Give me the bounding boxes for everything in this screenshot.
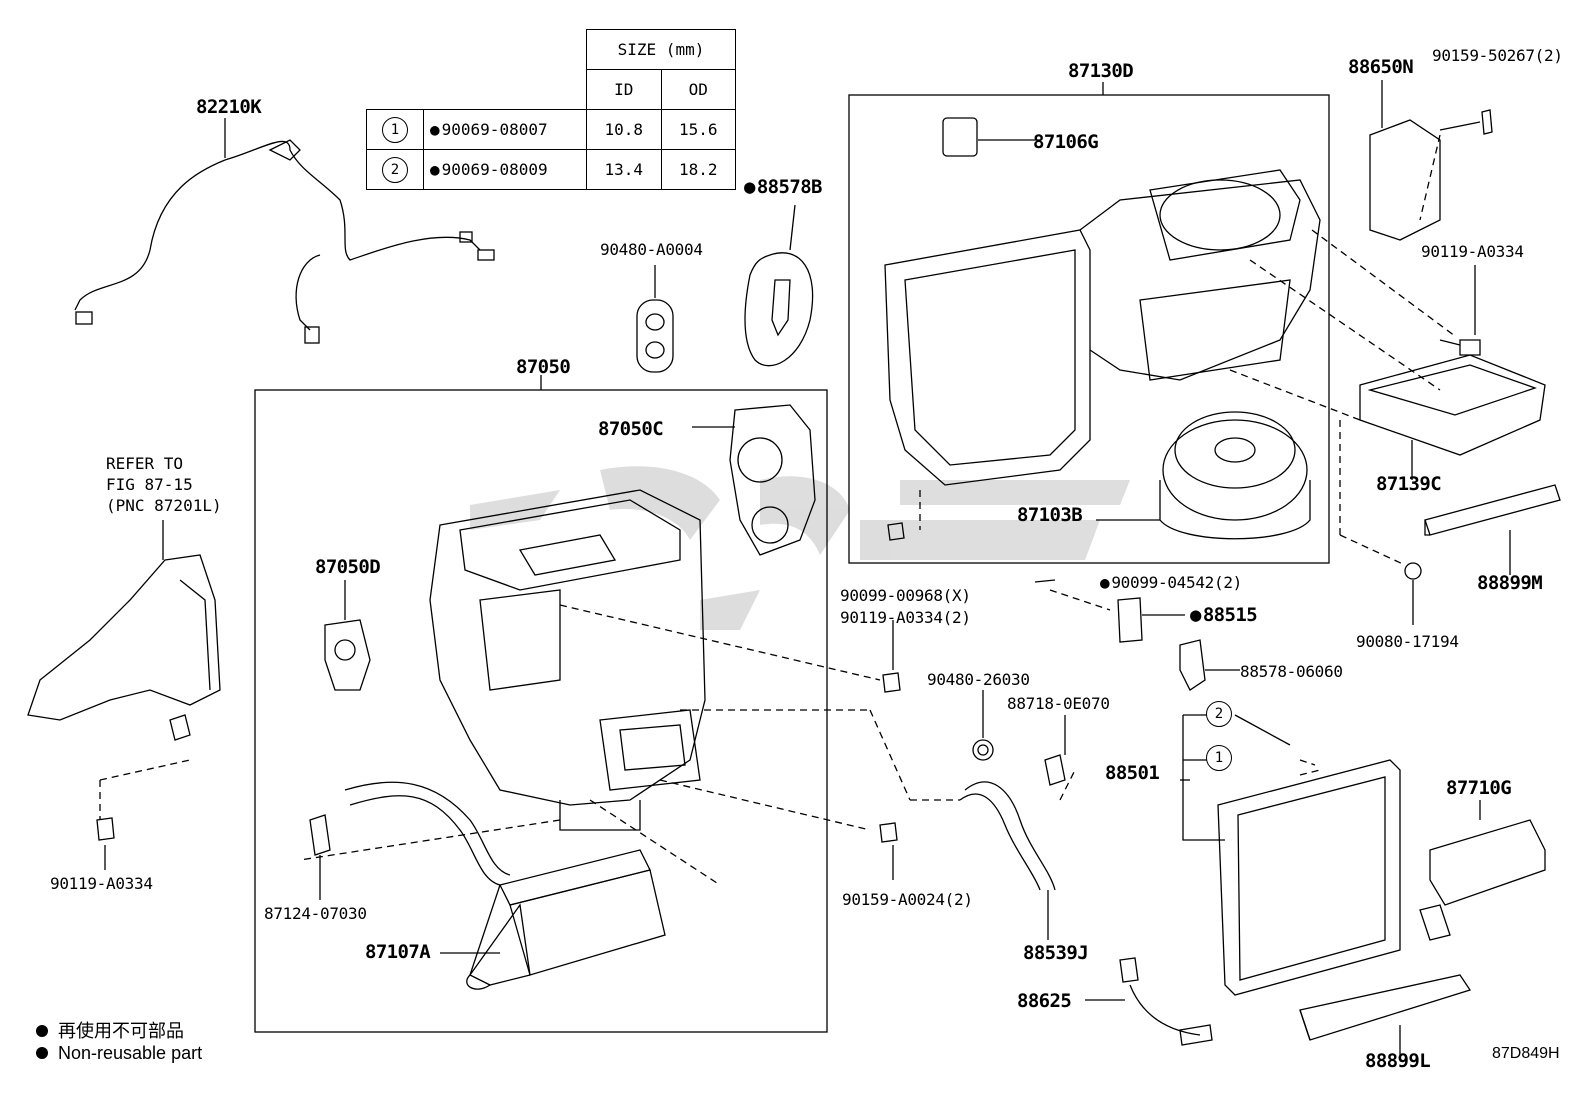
label-90119-A0334-right[interactable]: 90119-A0334 bbox=[1421, 242, 1524, 261]
screw-90159-A0024 bbox=[879, 822, 898, 880]
bullet-icon bbox=[36, 1047, 48, 1059]
legend-en-text: Non-reusable part bbox=[58, 1043, 203, 1063]
blower-fan-87103B bbox=[1096, 411, 1311, 540]
bullet-icon bbox=[36, 1025, 48, 1037]
cover-88899M bbox=[1424, 484, 1561, 575]
col-id-header: ID bbox=[586, 69, 662, 110]
label-88899L[interactable]: 88899L bbox=[1365, 1050, 1431, 1072]
table-row: 1 90069-08007 10.8 15.6 bbox=[366, 109, 736, 150]
assembly-box-87130D bbox=[848, 94, 1330, 564]
expansion-valve-88515 bbox=[1034, 579, 1185, 643]
od-value: 18.2 bbox=[660, 149, 736, 190]
label-88650N[interactable]: 88650N bbox=[1348, 56, 1414, 78]
label-87050D[interactable]: 87050D bbox=[315, 556, 381, 578]
assembly-box-87050 bbox=[254, 389, 828, 1033]
callout-1: 1 bbox=[1206, 745, 1232, 771]
od-value: 15.6 bbox=[660, 109, 736, 150]
diagram-code: 87D849H bbox=[1492, 1045, 1560, 1062]
label-88578-06060[interactable]: 88578-06060 bbox=[1240, 662, 1343, 681]
label-88899M[interactable]: 88899M bbox=[1477, 572, 1543, 594]
bracket-88578-06060 bbox=[1179, 639, 1240, 691]
label-88578B[interactable]: 88578B bbox=[744, 176, 823, 198]
label-87107A[interactable]: 87107A bbox=[365, 941, 431, 963]
part-number: 90069-08009 bbox=[430, 160, 548, 179]
label-88515[interactable]: 88515 bbox=[1190, 604, 1258, 626]
label-88718-0E070[interactable]: 88718-0E070 bbox=[1007, 694, 1110, 713]
screw-90119-A0334-right bbox=[1439, 265, 1481, 356]
hose-88539J bbox=[959, 781, 1056, 940]
screw-90119-A0334-left bbox=[96, 817, 115, 870]
heater-unit-87050 bbox=[429, 489, 706, 831]
size-header: SIZE (mm) bbox=[586, 29, 736, 70]
watermark-logo bbox=[470, 466, 1130, 630]
wire-harness-82210K bbox=[74, 118, 495, 344]
refer-line-2: FIG 87-15 bbox=[106, 475, 193, 494]
grommet-90480-A0004 bbox=[636, 265, 674, 373]
blower-unit-87130D bbox=[884, 117, 1321, 486]
label-90099-04542[interactable]: 90099-04542(2) bbox=[1100, 573, 1242, 592]
screw-90119-A0334-2 bbox=[882, 620, 901, 693]
label-87050[interactable]: 87050 bbox=[516, 356, 571, 378]
label-87130D[interactable]: 87130D bbox=[1068, 60, 1134, 82]
label-87103B[interactable]: 87103B bbox=[1017, 504, 1083, 526]
label-87139C[interactable]: 87139C bbox=[1376, 473, 1442, 495]
cabin-filter-87139C bbox=[1359, 354, 1546, 480]
callout-2: 2 bbox=[1206, 701, 1232, 727]
id-value: 10.8 bbox=[586, 109, 662, 150]
label-90119-A0334-left[interactable]: 90119-A0334 bbox=[50, 874, 153, 893]
label-88625[interactable]: 88625 bbox=[1017, 990, 1072, 1012]
label-82210K[interactable]: 82210K bbox=[196, 96, 262, 118]
evaporator-88501 bbox=[1180, 714, 1401, 996]
label-87050C[interactable]: 87050C bbox=[598, 418, 664, 440]
servo-motor-87050C bbox=[692, 404, 816, 556]
label-90159-A0024[interactable]: 90159-A0024(2) bbox=[842, 890, 973, 909]
legend-jp-text: 再使用不可部品 bbox=[58, 1021, 184, 1042]
col-od-header: OD bbox=[660, 69, 736, 110]
bracket-88718-0E070 bbox=[1044, 715, 1066, 786]
row-number: 2 bbox=[382, 156, 408, 183]
label-88539J[interactable]: 88539J bbox=[1023, 942, 1089, 964]
label-90159-50267[interactable]: 90159-50267(2) bbox=[1432, 46, 1563, 65]
clip-90080-17194 bbox=[1404, 562, 1422, 625]
legend-jp: 再使用不可部品 bbox=[36, 1017, 184, 1043]
table-row: 2 90069-08009 13.4 18.2 bbox=[366, 149, 736, 190]
heater-87710G bbox=[1419, 800, 1546, 941]
size-table: SIZE (mm) ID OD 1 90069-08007 10.8 15.6 … bbox=[366, 29, 736, 190]
label-87124-07030[interactable]: 87124-07030 bbox=[264, 904, 367, 923]
sensor-88625 bbox=[1085, 957, 1213, 1046]
label-88501[interactable]: 88501 bbox=[1105, 762, 1160, 784]
refer-note: REFER TO FIG 87-15 (PNC 87201L) bbox=[106, 453, 222, 516]
clamp-87124-07030 bbox=[309, 814, 331, 900]
label-87710G[interactable]: 87710G bbox=[1446, 777, 1512, 799]
cover-88899L bbox=[1299, 974, 1472, 1055]
label-90119-A0334-2[interactable]: 90119-A0334(2) bbox=[840, 608, 971, 627]
part-number: 90069-08007 bbox=[430, 120, 548, 139]
refer-line-1: REFER TO bbox=[106, 454, 184, 473]
grommet-90480-26030 bbox=[972, 690, 994, 761]
legend-en: Non-reusable part bbox=[36, 1043, 202, 1064]
label-90099-00968[interactable]: 90099-00968(X) bbox=[840, 586, 971, 605]
screw-90099-00968 bbox=[887, 522, 905, 541]
label-90480-26030[interactable]: 90480-26030 bbox=[927, 670, 1030, 689]
label-90480-A0004[interactable]: 90480-A0004 bbox=[600, 240, 703, 259]
id-value: 13.4 bbox=[586, 149, 662, 190]
row-number: 1 bbox=[382, 116, 408, 143]
seal-88578B bbox=[744, 204, 814, 367]
air-duct-left bbox=[27, 520, 221, 741]
servo-motor-87050D bbox=[324, 580, 371, 691]
refer-line-3: (PNC 87201L) bbox=[106, 496, 222, 515]
label-90080-17194[interactable]: 90080-17194 bbox=[1356, 632, 1459, 651]
heater-core-87107A bbox=[344, 781, 666, 990]
label-87106G[interactable]: 87106G bbox=[1033, 131, 1099, 153]
amplifier-88650N bbox=[1369, 80, 1493, 241]
